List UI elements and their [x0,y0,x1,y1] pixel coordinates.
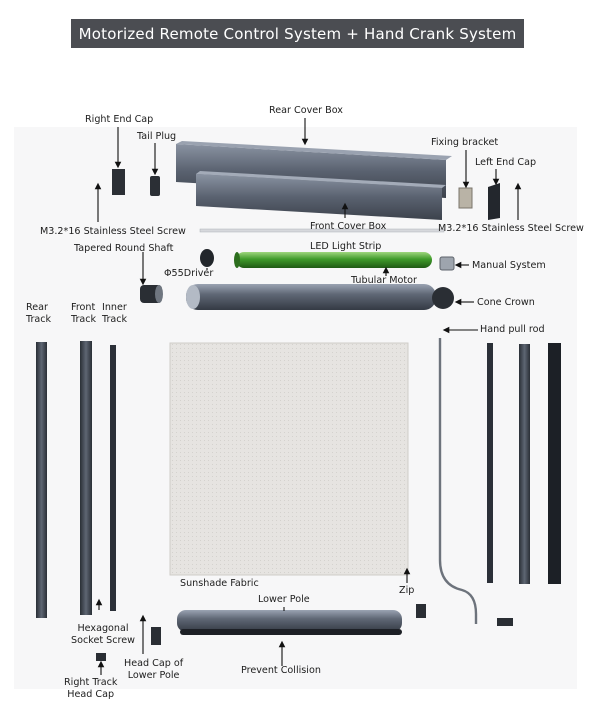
inner-track-part [110,345,116,611]
right-rear-track-part [548,343,561,584]
right-front-track-part [519,344,530,584]
leader-lines [94,118,522,675]
driver-part [200,249,214,267]
label-front-cover-box: Front Cover Box [310,221,387,232]
zip-end-part [416,604,426,618]
label-front-track: Front Track [71,302,97,325]
rear-track-part [36,342,47,618]
label-driver: Φ55Driver [164,268,214,279]
label-left-end-cap: Left End Cap [475,157,537,168]
right-track-head-cap-part [96,653,106,661]
page-title: Motorized Remote Control System + Hand C… [71,19,524,48]
label-fixing-bracket: Fixing bracket [431,137,499,148]
label-lower-pole: Lower Pole [258,594,310,605]
roller-tube-part [186,284,436,310]
label-tapered-round-shaft: Tapered Round Shaft [74,243,174,254]
label-right-end-cap: Right End Cap [85,114,154,125]
label-rear-track: Rear Track [26,302,52,325]
prevent-collision-part [180,629,402,635]
label-rear-cover-box: Rear Cover Box [269,105,343,116]
tubular-motor-part [234,252,432,268]
right-end-cap-part [112,169,125,195]
manual-system-part [439,256,455,271]
lower-pole-part [177,610,402,632]
label-sunshade-fabric: Sunshade Fabric [180,578,259,589]
hand-pull-rod-part [438,338,478,624]
right-bottom-cap-part [497,618,513,626]
head-cap-lower-pole-part [151,627,161,645]
label-inner-track: Inner Track [102,302,128,325]
label-manual-system: Manual System [472,260,546,271]
tapered-round-shaft-part [140,285,163,303]
cone-crown-part [432,287,454,309]
front-cover-box [196,171,446,220]
left-end-cap-part [488,183,500,220]
tail-plug-part [150,176,160,196]
sunshade-fabric-part [169,342,409,576]
label-screw-left: M3.2*16 Stainless Steel Screw [40,226,186,237]
label-head-cap-lower-pole: Head Cap of Lower Pole [124,658,184,681]
label-zip: Zip [399,585,415,596]
led-light-strip-part [199,228,445,233]
label-led-light-strip: LED Light Strip [310,241,382,252]
right-inner-track-part [487,343,493,583]
fixing-bracket-part [458,187,473,209]
label-hex-socket-screw: Hexagonal Socket Screw [71,623,136,646]
label-screw-right: M3.2*16 Stainless Steel Screw [438,223,584,234]
label-cone-crown: Cone Crown [477,297,535,308]
label-prevent-collision: Prevent Collision [241,665,321,676]
label-tail-plug: Tail Plug [137,131,177,142]
label-tubular-motor: Tubular Motor [351,275,417,286]
front-track-part [80,341,92,615]
label-right-track-head-cap: Right Track Head Cap [64,677,118,700]
label-hand-pull-rod: Hand pull rod [480,324,545,335]
